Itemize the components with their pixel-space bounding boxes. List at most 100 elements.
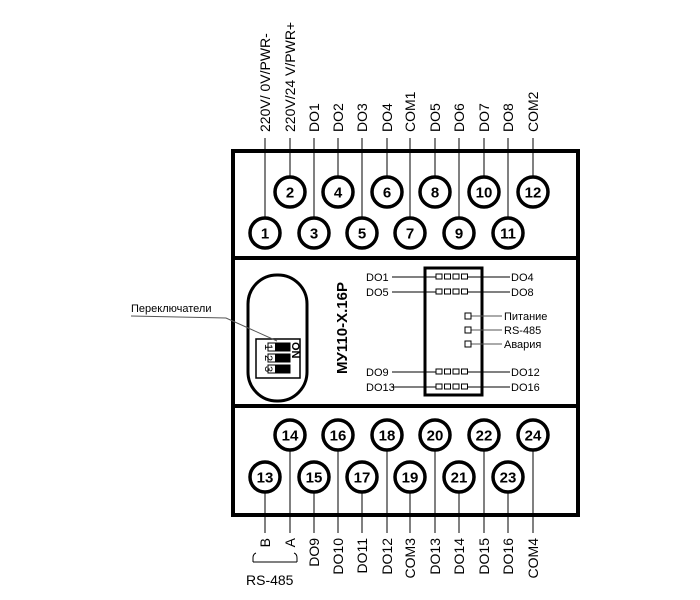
dip-switch-number: 3 <box>262 366 274 372</box>
terminal-14[interactable]: 14 <box>273 418 307 452</box>
terminal-number: 9 <box>455 226 463 243</box>
terminal-label: DO6 <box>451 103 467 132</box>
terminal-screw-icon <box>442 216 476 250</box>
terminal-screw-icon <box>273 175 307 209</box>
led-right-label: DO8 <box>511 287 534 299</box>
terminal-16[interactable]: 16 <box>321 418 355 452</box>
terminal-number: 12 <box>525 185 542 202</box>
terminal-label: DO14 <box>451 538 467 575</box>
terminal-screw-icon <box>321 418 355 452</box>
terminal-label: B <box>257 538 273 547</box>
terminal-screw-icon <box>467 175 501 209</box>
terminal-22[interactable]: 22 <box>467 418 501 452</box>
led-indicator-icon <box>435 273 443 280</box>
terminal-screw-icon <box>516 418 550 452</box>
terminal-label: DO11 <box>354 538 370 574</box>
terminal-screw-icon <box>418 418 452 452</box>
dip-switch-lever[interactable] <box>275 343 290 351</box>
terminal-5[interactable]: 5 <box>345 216 379 250</box>
terminal-number: 11 <box>500 226 516 243</box>
model-label: МУ110-Х.16Р <box>334 282 351 374</box>
rs485-label: RS-485 <box>246 572 294 588</box>
terminal-screw-icon <box>297 216 331 250</box>
dip-switch-lever[interactable] <box>275 365 290 373</box>
terminal-2[interactable]: 2 <box>273 175 307 209</box>
terminal-number: 10 <box>476 185 493 202</box>
terminal-number: 24 <box>525 428 542 445</box>
terminal-screw-icon <box>418 175 452 209</box>
terminal-screw-icon <box>370 175 404 209</box>
terminal-18[interactable]: 18 <box>370 418 404 452</box>
terminal-number: 13 <box>257 470 274 487</box>
terminal-12[interactable]: 12 <box>516 175 550 209</box>
terminal-11[interactable]: 11 <box>491 216 525 250</box>
terminal-13[interactable]: 13 <box>248 460 282 494</box>
terminal-15[interactable]: 15 <box>297 460 331 494</box>
terminal-screw-icon <box>345 460 379 494</box>
dip-switch-number: 2 <box>262 355 274 361</box>
terminal-number: 5 <box>358 226 366 243</box>
terminal-6[interactable]: 6 <box>370 175 404 209</box>
terminal-17[interactable]: 17 <box>345 460 379 494</box>
led-indicator-icon <box>452 273 460 280</box>
terminal-label: COM2 <box>525 91 541 132</box>
status-led-icon <box>464 312 472 320</box>
terminal-label: COM4 <box>525 538 541 579</box>
terminal-24[interactable]: 24 <box>516 418 550 452</box>
terminal-screw-icon <box>491 216 525 250</box>
terminal-10[interactable]: 10 <box>467 175 501 209</box>
terminal-23[interactable]: 23 <box>491 460 525 494</box>
terminal-number: 2 <box>286 185 294 202</box>
terminal-screw-icon <box>393 460 427 494</box>
led-indicator-icon <box>444 383 451 390</box>
terminal-number: 15 <box>306 470 323 487</box>
led-indicator-icon <box>452 288 460 295</box>
terminal-number: 7 <box>406 226 414 243</box>
led-right-label: DO4 <box>511 272 534 284</box>
terminal-screw-icon <box>273 418 307 452</box>
terminal-number: 8 <box>431 185 439 202</box>
terminal-screw-icon <box>516 175 550 209</box>
terminal-screw-icon <box>491 460 525 494</box>
terminal-label: COM1 <box>402 91 418 132</box>
terminal-label: DO9 <box>306 538 322 567</box>
dip-switch-lever[interactable] <box>275 354 290 362</box>
led-indicator-icon <box>435 383 443 390</box>
status-led-label: Питание <box>504 311 547 323</box>
led-indicator-icon <box>444 368 451 375</box>
terminal-label: DO1 <box>306 103 322 132</box>
terminal-label: DO3 <box>354 103 370 132</box>
terminal-7[interactable]: 7 <box>393 216 427 250</box>
led-indicator-icon <box>452 383 460 390</box>
terminal-number: 22 <box>476 428 493 445</box>
switches-leader-line <box>130 315 278 342</box>
terminal-label: DO15 <box>476 538 492 575</box>
terminal-number: 18 <box>379 428 396 445</box>
terminal-number: 23 <box>500 470 517 487</box>
terminal-3[interactable]: 3 <box>297 216 331 250</box>
terminal-19[interactable]: 19 <box>393 460 427 494</box>
terminal-number: 3 <box>310 226 318 243</box>
terminal-label: DO12 <box>379 538 395 575</box>
terminal-1[interactable]: 1 <box>248 216 282 250</box>
terminal-screw-icon <box>248 460 282 494</box>
terminal-screw-icon <box>297 460 331 494</box>
terminal-4[interactable]: 4 <box>321 175 355 209</box>
terminal-screw-icon <box>321 175 355 209</box>
terminal-screw-icon <box>467 418 501 452</box>
terminal-label: DO16 <box>500 538 516 575</box>
dip-switch-on-label: ON <box>289 342 301 359</box>
led-indicator-icon <box>461 288 468 295</box>
terminal-9[interactable]: 9 <box>442 216 476 250</box>
terminal-20[interactable]: 20 <box>418 418 452 452</box>
terminal-number: 20 <box>427 428 444 445</box>
terminal-8[interactable]: 8 <box>418 175 452 209</box>
terminal-label: COM3 <box>402 538 418 579</box>
indicator-panel <box>423 266 484 397</box>
terminal-label: 220V/ 0V/PWR- <box>257 33 273 132</box>
terminal-21[interactable]: 21 <box>442 460 476 494</box>
switches-label: Переключатели <box>131 303 211 315</box>
